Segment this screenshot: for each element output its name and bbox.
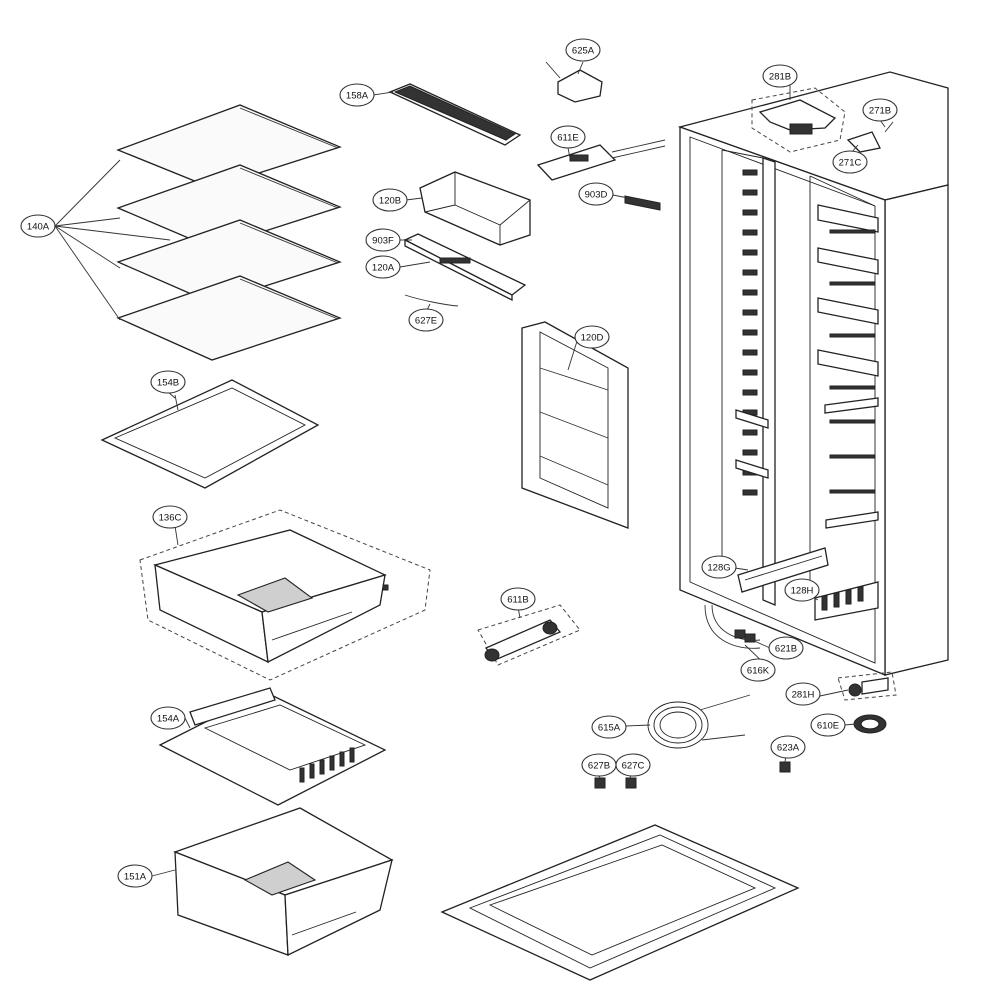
callout-627E: 627E bbox=[408, 308, 444, 332]
callout-623A: 623A bbox=[770, 735, 806, 759]
part-625A-module bbox=[545, 61, 603, 103]
svg-text:136C: 136C bbox=[159, 513, 182, 524]
svg-text:615A: 615A bbox=[598, 723, 621, 734]
callout-611E: 611E bbox=[550, 125, 586, 149]
crisper-cover-154A bbox=[158, 687, 387, 806]
callout-120B: 120B bbox=[372, 188, 408, 212]
callout-627B: 627B bbox=[581, 753, 617, 777]
glass-shelves-140A bbox=[54, 104, 342, 361]
part-610E-ring bbox=[853, 714, 887, 734]
callout-128G: 128G bbox=[701, 555, 737, 579]
callout-154B: 154B bbox=[150, 370, 186, 394]
part-120B-housing bbox=[419, 171, 531, 246]
crisper-humidity-slider bbox=[299, 747, 355, 783]
part-120D-duct-cover bbox=[521, 321, 629, 529]
part-903D-strip bbox=[624, 195, 661, 211]
callout-136C: 136C bbox=[152, 505, 188, 529]
callout-625A: 625A bbox=[565, 38, 601, 62]
callout-615A: 615A bbox=[591, 715, 627, 739]
freezer-basket-tray bbox=[440, 824, 800, 981]
svg-text:158A: 158A bbox=[346, 91, 369, 102]
svg-text:627C: 627C bbox=[622, 761, 645, 772]
svg-text:271C: 271C bbox=[839, 158, 862, 169]
callout-903D: 903D bbox=[578, 182, 614, 206]
callout-610E: 610E bbox=[810, 713, 846, 737]
svg-text:271B: 271B bbox=[869, 106, 891, 117]
svg-text:154A: 154A bbox=[157, 714, 180, 725]
svg-text:128G: 128G bbox=[707, 563, 730, 574]
callout-120D: 120D bbox=[574, 325, 610, 349]
svg-text:281H: 281H bbox=[792, 690, 815, 701]
shelf-frame-154B bbox=[100, 379, 320, 489]
water-tubing bbox=[704, 604, 761, 649]
svg-text:281B: 281B bbox=[769, 72, 791, 83]
svg-text:151A: 151A bbox=[124, 872, 147, 883]
callout-627C: 627C bbox=[615, 753, 651, 777]
refrigerator-cabinet bbox=[677, 71, 949, 701]
svg-text:120A: 120A bbox=[372, 263, 395, 274]
crisper-rail-assembly bbox=[737, 547, 879, 621]
part-158A-bar bbox=[388, 83, 522, 146]
callout-154A: 154A bbox=[150, 706, 186, 730]
drawer-151A bbox=[173, 807, 394, 957]
callout-128H: 128H bbox=[784, 578, 820, 602]
svg-text:611B: 611B bbox=[507, 595, 528, 606]
part-623A-clip bbox=[779, 761, 791, 773]
freezer-shelf-rails bbox=[735, 169, 769, 496]
svg-text:625A: 625A bbox=[572, 46, 595, 57]
part-627B-clip bbox=[594, 777, 606, 789]
callout-611B: 611B bbox=[500, 587, 536, 611]
part-611E-valve bbox=[536, 139, 666, 181]
svg-text:903F: 903F bbox=[372, 236, 394, 247]
callout-151A: 151A bbox=[117, 864, 153, 888]
svg-text:120D: 120D bbox=[581, 333, 604, 344]
svg-text:621B: 621B bbox=[775, 644, 797, 655]
part-627C-clip bbox=[625, 777, 637, 789]
svg-text:610E: 610E bbox=[817, 721, 839, 732]
callout-120A: 120A bbox=[365, 255, 401, 279]
svg-text:616K: 616K bbox=[747, 666, 770, 677]
bottom-hinge-assembly bbox=[837, 671, 897, 701]
callout-903F: 903F bbox=[365, 228, 401, 252]
svg-text:140A: 140A bbox=[27, 222, 50, 233]
callout-140A: 140A bbox=[20, 214, 56, 238]
drawer-136C bbox=[139, 509, 431, 681]
callout-271C: 271C bbox=[832, 150, 868, 174]
part-611B-filter bbox=[477, 604, 581, 666]
callout-621B: 621B bbox=[768, 636, 804, 660]
svg-text:623A: 623A bbox=[777, 743, 800, 754]
svg-text:611E: 611E bbox=[557, 133, 578, 144]
callout-158A: 158A bbox=[339, 83, 375, 107]
callout-616K: 616K bbox=[740, 658, 776, 682]
svg-text:128H: 128H bbox=[791, 586, 814, 597]
part-627E-gasket bbox=[404, 294, 459, 307]
svg-text:627E: 627E bbox=[415, 316, 437, 327]
part-615A-coil bbox=[647, 694, 751, 749]
svg-text:120B: 120B bbox=[379, 196, 401, 207]
top-hinge-assembly bbox=[751, 87, 894, 153]
svg-text:154B: 154B bbox=[157, 378, 179, 389]
svg-text:627B: 627B bbox=[588, 761, 610, 772]
svg-text:903D: 903D bbox=[585, 190, 608, 201]
callout-271B: 271B bbox=[862, 98, 898, 122]
callout-281B: 281B bbox=[762, 64, 798, 88]
part-120A-panel bbox=[403, 233, 527, 302]
callout-281H: 281H bbox=[785, 682, 821, 706]
fresh-food-shelf-rails bbox=[817, 204, 879, 529]
